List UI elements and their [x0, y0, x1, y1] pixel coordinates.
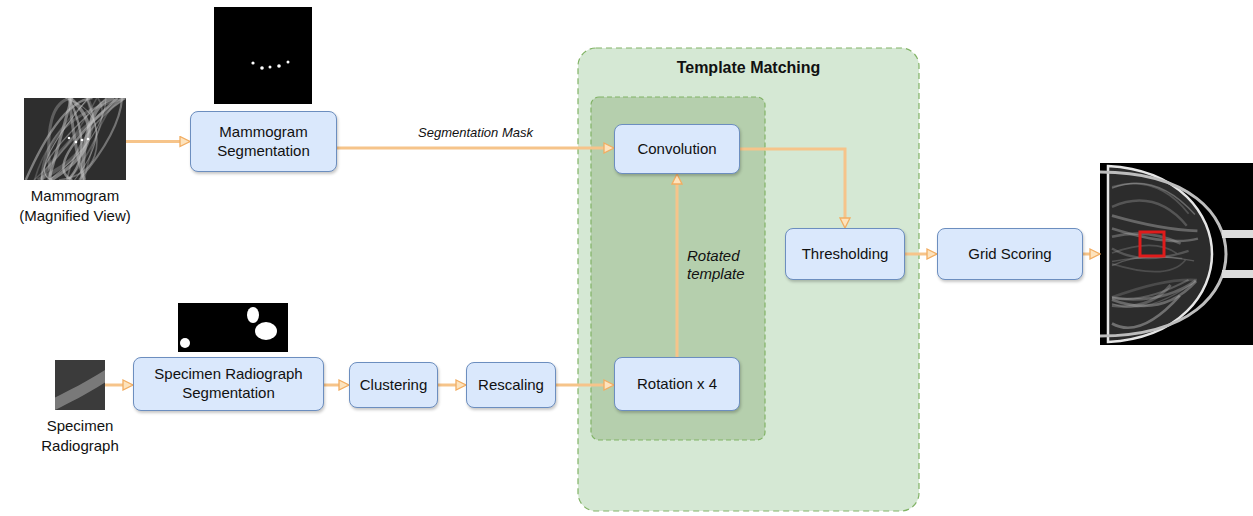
flow-arrow: [126, 140, 181, 143]
mask-dot: [251, 61, 254, 64]
calcification: [81, 139, 84, 142]
image-illustration: [24, 98, 126, 180]
output-image: [1100, 163, 1253, 345]
output-image-ground: [1100, 163, 1253, 345]
box-label: Convolution: [637, 140, 716, 159]
calcification: [87, 138, 90, 141]
image-node: Specimen Radiograph: [55, 360, 105, 410]
process-box: Convolution: [614, 124, 740, 174]
tissue-fiber: [1112, 257, 1182, 262]
image-illustration: [55, 360, 105, 410]
detection-box: [1140, 232, 1164, 256]
tissue-fiber: [67, 98, 126, 180]
tissue-fiber: [1112, 260, 1185, 272]
image-node: Mammogram (Magnified View): [24, 98, 126, 180]
tissue-fiber: [1112, 280, 1197, 298]
process-box: Thresholding: [785, 228, 905, 280]
tissue-fiber: [1112, 296, 1180, 328]
paddle-handle: [1222, 230, 1253, 238]
flow-arrow: [438, 384, 457, 387]
group-region: Template MatchingConvolutionRotation x 4…: [578, 48, 919, 511]
breast-outline: [1108, 166, 1212, 342]
mammogram-ground: [24, 98, 126, 180]
tissue-fiber: [1112, 257, 1194, 266]
tissue-fiber: [1112, 280, 1188, 299]
edge-label: Segmentation Mask: [418, 125, 533, 141]
flow-arrow: [556, 384, 605, 387]
mask-thumbnail: [214, 7, 312, 104]
mask-dot: [269, 66, 272, 69]
mask-dot: [287, 61, 290, 64]
tissue-fiber: [26, 98, 93, 180]
specimen-tissue: [55, 370, 105, 410]
process-box: Specimen Radiograph Segmentation: [133, 357, 324, 411]
compression-paddle: [1100, 172, 1226, 336]
process-box: Grid Scoring: [937, 228, 1083, 280]
paddle-handle: [1222, 270, 1253, 278]
process-box: Rotation x 4: [614, 357, 740, 411]
calcification: [68, 137, 71, 140]
box-label: Rotation x 4: [637, 375, 717, 394]
mask-blob: [255, 322, 277, 340]
group-region-outline: [578, 48, 919, 511]
mask-thumbnail: [178, 303, 288, 352]
edge-label: Rotated template: [687, 247, 751, 285]
mask-blob: [247, 307, 259, 323]
specimen-ground: [55, 360, 105, 410]
flow-arrow: [337, 147, 605, 150]
flow-arrow: [324, 384, 340, 387]
box-label: Grid Scoring: [968, 245, 1051, 264]
flow-arrow: [105, 384, 124, 387]
box-label: Specimen Radiograph Segmentation: [142, 365, 315, 403]
flow-arrow: [905, 253, 928, 256]
tissue-fiber: [1112, 234, 1181, 244]
calcification: [75, 141, 78, 144]
box-label: Clustering: [360, 376, 428, 395]
flow-arrow: [676, 183, 679, 357]
flow-arrow: [740, 149, 845, 219]
tissue-fiber: [42, 98, 107, 180]
group-title: Template Matching: [578, 48, 919, 77]
process-box: Clustering: [349, 362, 438, 408]
process-box: Mammogram Segmentation: [190, 111, 337, 172]
mask-blob: [180, 338, 190, 348]
tissue-fiber: [63, 98, 117, 180]
image-caption: Mammogram (Magnified View): [13, 186, 138, 225]
image-caption: Specimen Radiograph: [35, 416, 125, 455]
inner-region: [591, 97, 765, 440]
box-label: Mammogram Segmentation: [199, 123, 328, 161]
tissue-fiber: [79, 98, 122, 180]
output-arrow: [1083, 253, 1091, 256]
process-box: Rescaling: [466, 362, 556, 408]
mask-dot: [260, 66, 264, 70]
mask-dot: [277, 64, 281, 68]
box-label: Rescaling: [478, 376, 544, 395]
tissue-fiber: [1112, 183, 1195, 214]
box-label: Thresholding: [802, 245, 889, 264]
tissue-fiber: [1112, 201, 1187, 226]
